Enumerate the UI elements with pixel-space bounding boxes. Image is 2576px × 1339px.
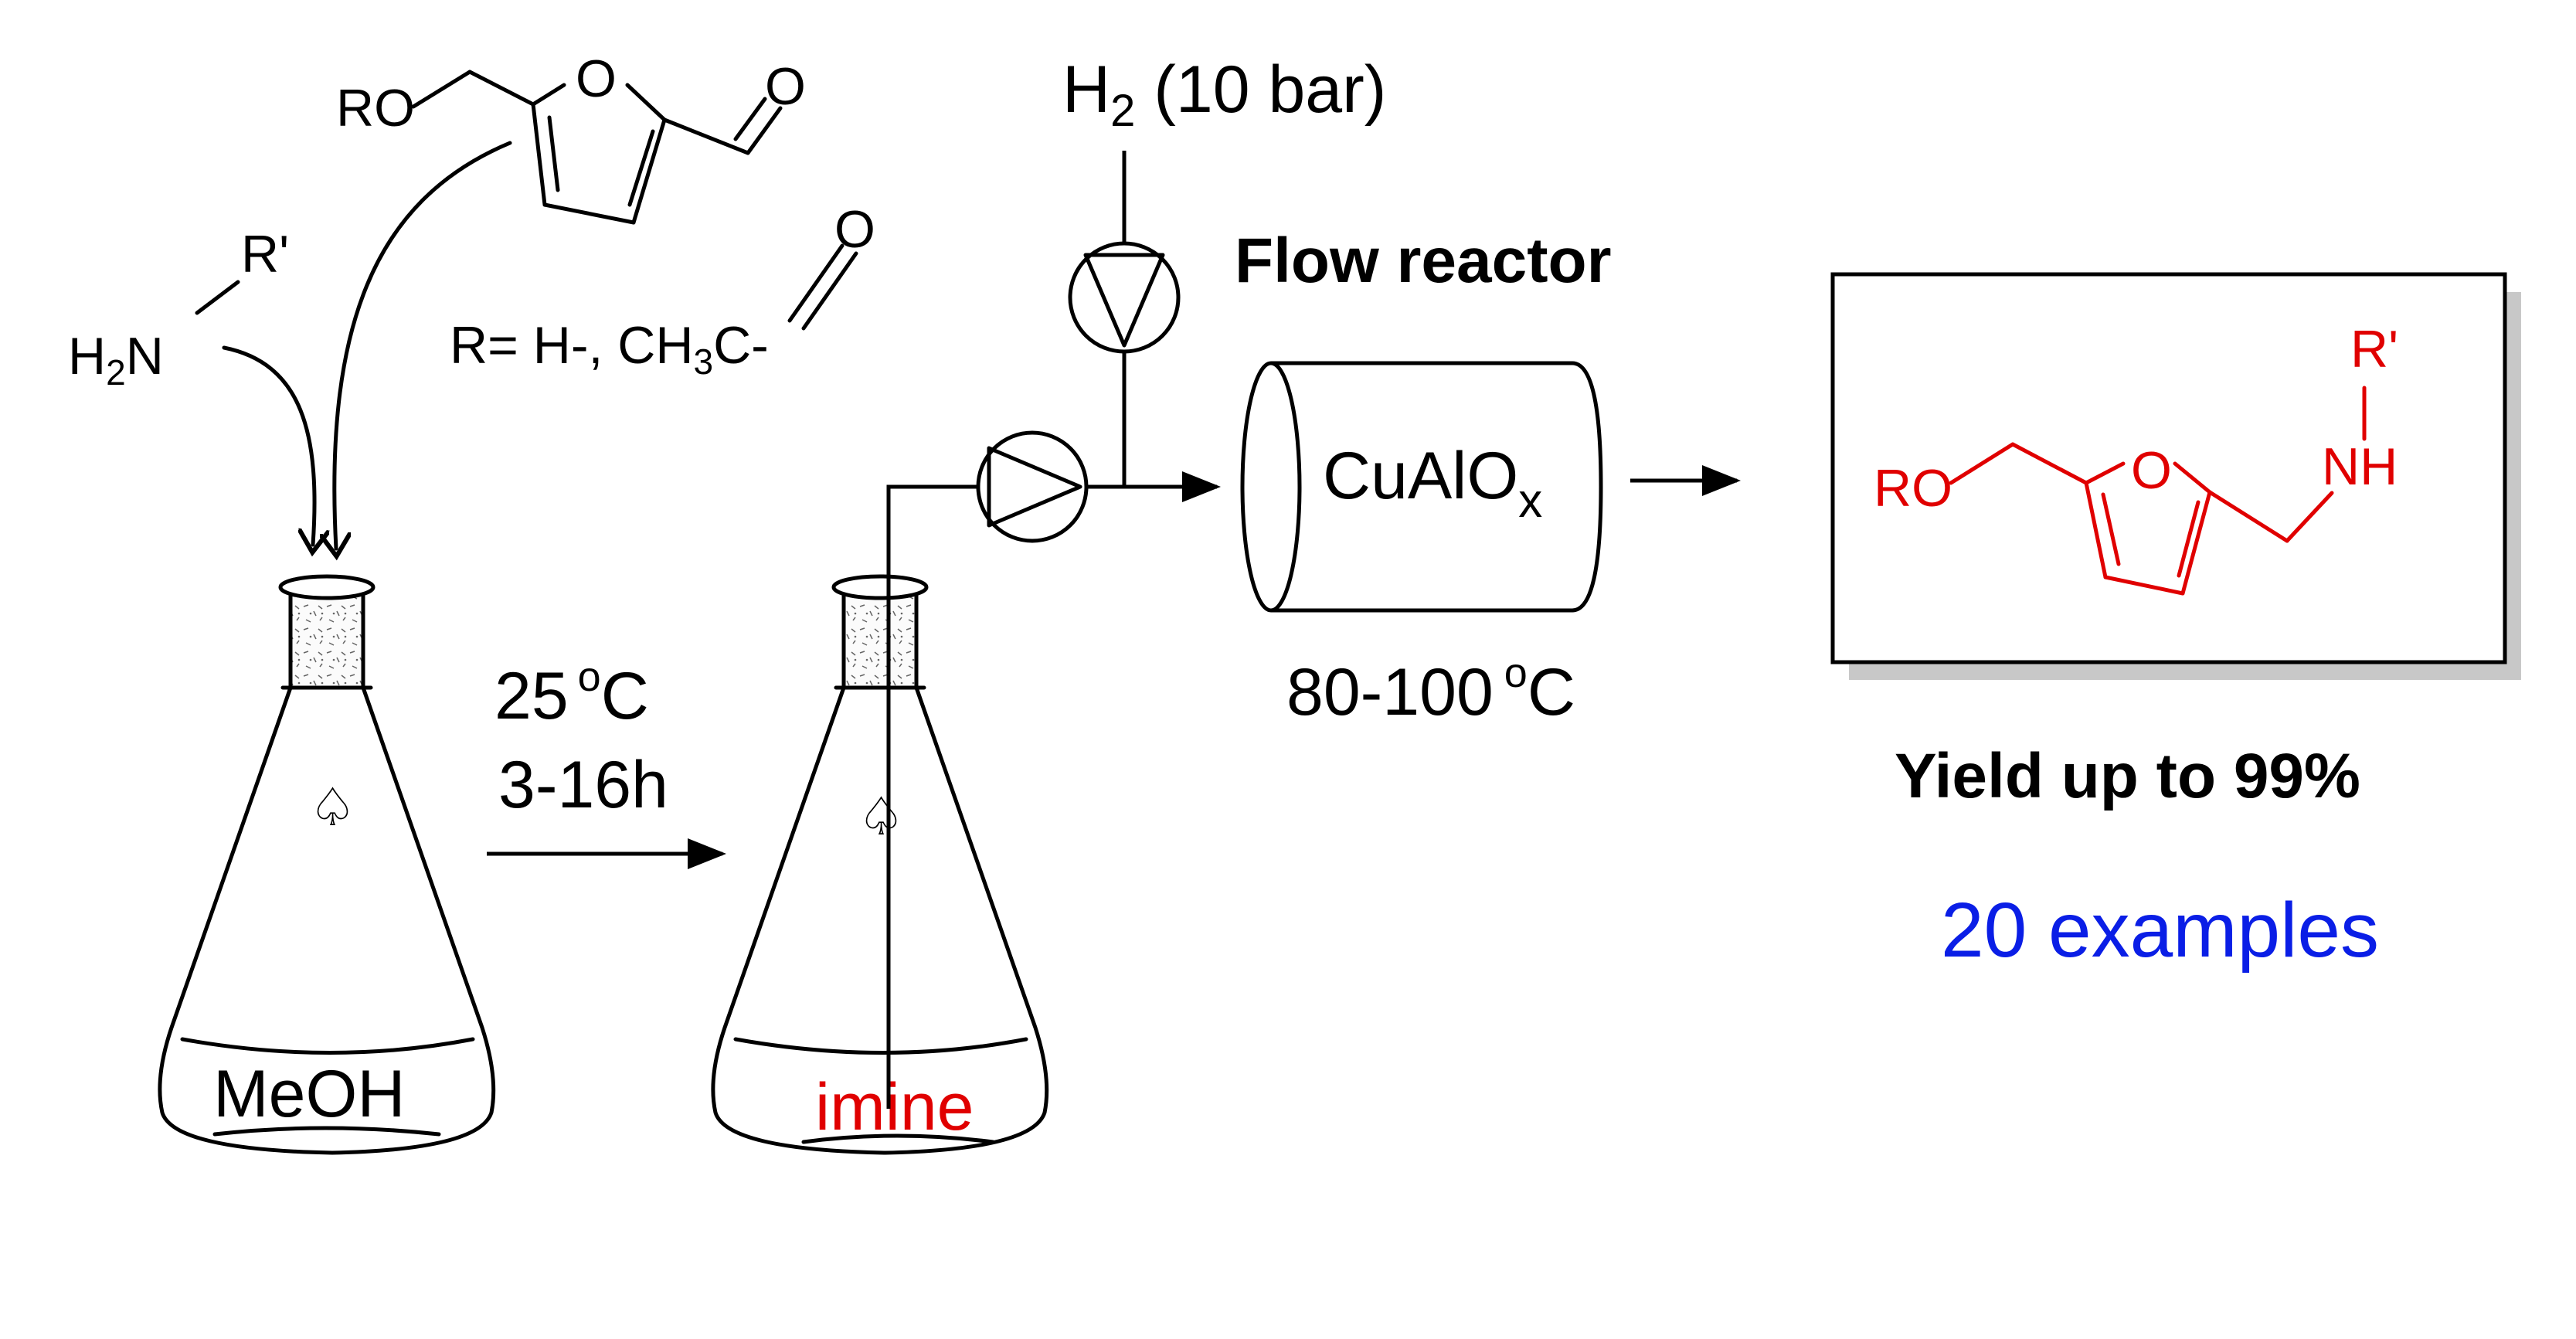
amine-addition-arrow	[222, 345, 314, 545]
product-structure: RO O NH R'	[1874, 320, 2398, 596]
aldehyde-addition-arrow	[335, 141, 512, 549]
flask-1-solvent: MeOH	[213, 1057, 405, 1131]
examples-count: 20 examples	[1941, 887, 2379, 974]
yield-text: Yield up to 99%	[1895, 741, 2360, 811]
aldehyde-ro-label: RO	[336, 79, 415, 138]
reactor-catalyst: CuAlOx	[1323, 439, 1542, 528]
product-rprime-label: R'	[2350, 320, 2398, 379]
aldehyde-carbonyl-oxygen: O	[765, 57, 806, 116]
stir-bar-icon: ♤	[309, 778, 356, 837]
r-definition: R= H-, CH3C- O	[450, 200, 875, 382]
product-ring-oxygen: O	[2131, 441, 2172, 500]
svg-text:R= H-, CH3C-: R= H-, CH3C-	[450, 316, 769, 382]
step-1-time: 3-16h	[498, 748, 668, 822]
flask-1: ♤ MeOH	[158, 574, 496, 1155]
liquid-pump-icon	[976, 430, 1089, 543]
flask-2-stopper	[841, 589, 919, 690]
flask-1-stopper	[288, 589, 365, 690]
amine-structure: R' H2N	[68, 225, 289, 393]
acetyl-oxygen: O	[834, 200, 875, 259]
aldehyde-ring-oxygen: O	[576, 49, 617, 108]
amine-label: H2N	[68, 327, 164, 393]
reactor-title: Flow reactor	[1235, 226, 1612, 296]
hydrogen-feed-label: H2 (10 bar)	[1062, 53, 1386, 136]
product-nh-label: NH	[2322, 437, 2398, 496]
amine-rprime-label: R'	[241, 225, 289, 284]
gas-pump-icon	[1068, 241, 1181, 354]
flask-2-contents: imine	[815, 1070, 974, 1144]
feed-tubing	[886, 484, 980, 1109]
product-box: RO O NH R'	[1830, 272, 2521, 680]
aldehyde-structure: RO O O	[336, 49, 806, 225]
flow-reactor: CuAlOx	[1240, 361, 1603, 613]
stir-bar-icon: ♤	[858, 787, 905, 846]
product-ro-label: RO	[1874, 459, 1952, 518]
flask-2: ♤ imine	[711, 574, 1049, 1155]
